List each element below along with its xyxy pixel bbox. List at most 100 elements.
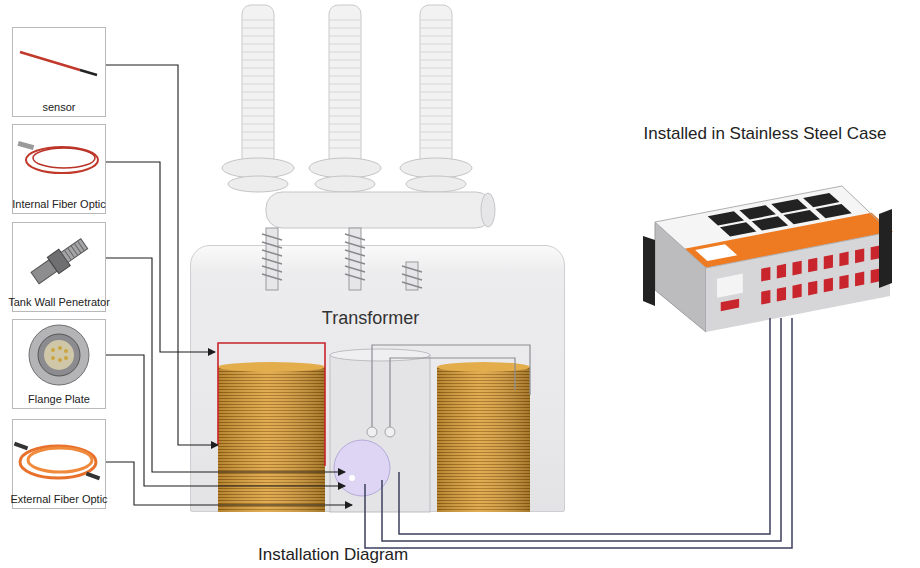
insulator-part <box>349 228 361 290</box>
insulator-part <box>406 262 418 290</box>
fiber-loop <box>372 345 530 427</box>
case-top-part <box>739 205 775 219</box>
bushing <box>400 5 472 192</box>
bushing-part <box>400 158 472 178</box>
part-box: sensor <box>12 27 106 117</box>
case-front-part-part <box>871 269 880 284</box>
case-front-part-part <box>808 258 817 273</box>
bushings <box>222 5 495 228</box>
insulator-part <box>345 234 365 280</box>
internal-fiber-thumbnail <box>17 141 98 173</box>
bushing-part <box>329 5 361 167</box>
flange-thumbnail <box>29 325 89 385</box>
sensor-thumbnail <box>20 52 97 75</box>
case-front-part-part <box>808 281 817 296</box>
monitor-unit: Installed in Stainless Steel Case <box>610 120 920 318</box>
pipe-end <box>481 193 495 227</box>
case-front-part-part <box>777 264 786 279</box>
bushing-part <box>406 176 466 192</box>
case-top-part <box>695 244 737 261</box>
case-front-part-part <box>824 278 833 293</box>
case-front-part-part <box>855 249 864 264</box>
node-label: Internal Fiber Optic <box>0 198 119 210</box>
case-top-part <box>803 193 839 207</box>
bushing-part <box>228 176 288 192</box>
part-box: Tank Wall Penetrator <box>12 222 106 312</box>
case-front-part <box>761 246 880 305</box>
node-label: Transformer <box>177 308 564 329</box>
flange-thumbnail-part <box>38 334 80 376</box>
bushing-part <box>315 176 375 192</box>
sensor-thumbnail-part <box>80 70 97 75</box>
part-box: Internal Fiber Optic <box>12 124 106 214</box>
external-fiber-thumbnail-part <box>14 442 29 451</box>
insulator-part <box>266 228 278 290</box>
bushing-part <box>329 20 361 148</box>
case-top-part <box>720 222 756 236</box>
bushing <box>222 5 294 192</box>
leader-arrow <box>106 65 218 445</box>
internal-fiber-thumbnail-part <box>17 141 34 150</box>
winding-coil-part <box>218 362 325 372</box>
case-front-part-part <box>871 246 880 261</box>
flange-port <box>349 475 355 481</box>
case-top-part <box>752 216 788 230</box>
insulator <box>262 228 282 290</box>
node-label: sensor <box>0 101 119 113</box>
penetrator-thumbnail-part-part <box>61 239 88 263</box>
internal-fiber-run <box>218 343 325 466</box>
case-handle <box>879 209 892 288</box>
external-fiber-thumbnail-part <box>20 446 96 478</box>
case-top-part <box>784 210 820 224</box>
winding-coil-part <box>218 367 325 512</box>
cable-run <box>365 472 399 512</box>
case-front <box>706 232 890 332</box>
flange-thumbnail-part <box>44 340 74 370</box>
winding-coil-part <box>437 362 530 372</box>
bushing-part <box>420 20 452 148</box>
case-front-part-part <box>761 267 770 282</box>
winding-coil <box>218 362 325 512</box>
monitor-case <box>643 186 893 332</box>
case-front-part-part <box>761 290 770 305</box>
bushing-part <box>222 158 294 178</box>
leader-arrow <box>106 162 215 352</box>
node-label: Installed in Stainless Steel Case <box>590 124 920 144</box>
case-front-part <box>721 299 739 312</box>
winding-coil <box>437 362 530 512</box>
insulator-part <box>262 234 282 280</box>
flange-disc <box>334 440 390 496</box>
flange-thumbnail-part <box>51 348 55 352</box>
bushing <box>309 5 381 192</box>
external-fiber-thumbnail-part <box>28 448 92 472</box>
flange-thumbnail-part <box>29 325 89 385</box>
case-front-part-part <box>855 272 864 287</box>
insulator-part <box>402 266 422 288</box>
case-top-part <box>815 204 851 218</box>
fiber-port <box>367 427 377 437</box>
case-front-part-part <box>792 284 801 299</box>
node-label: External Fiber Optic <box>0 493 119 505</box>
winding-coil-part <box>218 367 325 512</box>
internal-fiber-thumbnail-part <box>26 147 98 173</box>
case-top-part <box>771 199 807 213</box>
external-fiber-thumbnail-part <box>86 472 101 481</box>
bushing-part <box>309 158 381 178</box>
insulator <box>345 228 365 290</box>
sensor-thumbnail-part <box>20 52 80 70</box>
flange-thumbnail-part <box>58 346 62 350</box>
flange-thumbnail-part <box>64 349 68 353</box>
signal-cable <box>382 318 781 541</box>
flange-thumbnail-part <box>64 356 68 360</box>
case-front-part-part <box>792 261 801 276</box>
winding-coil-part <box>437 367 530 512</box>
insulator <box>402 262 422 290</box>
penetrator-thumbnail-part-part <box>64 241 84 260</box>
case-handle <box>643 236 655 306</box>
insulators <box>262 228 422 290</box>
signal-cable <box>399 318 770 534</box>
bus-pipe <box>266 192 492 228</box>
case-front-part-part <box>839 275 848 290</box>
winding-coil-part <box>437 367 530 512</box>
core-limb-part <box>330 349 430 361</box>
